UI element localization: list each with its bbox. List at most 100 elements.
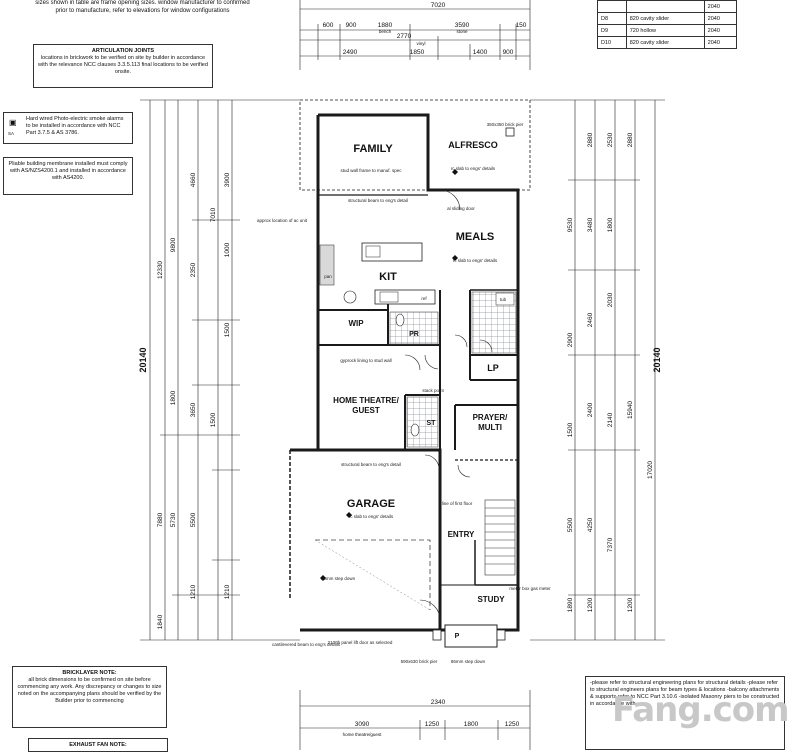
room-meals: MEALS <box>456 231 495 243</box>
marker-garage-icon <box>346 512 352 518</box>
articulation-joints-note: ARTICULATION JOINTS locations in brickwo… <box>33 44 213 88</box>
right-dim-15940: 15940 <box>627 401 634 419</box>
staircase <box>484 499 516 576</box>
kitchen-bench <box>374 289 436 305</box>
room-wip: WIP <box>348 319 364 328</box>
note-rc-slab-meals: rc slab to engs' details <box>453 258 498 263</box>
top-dim-600: 600 <box>323 22 334 29</box>
right-dim-4250: 4250 <box>587 517 594 532</box>
top-dim-1850: 1850 <box>410 49 425 56</box>
note-brick-pier: 590x630 brick pier <box>401 659 438 664</box>
marker-step-icon <box>320 575 326 581</box>
garage-step-line <box>315 539 431 610</box>
schedule-cell-desc: 820 cavity slider <box>625 36 705 49</box>
left-dim-1500a: 1500 <box>210 412 217 427</box>
top-dim-900b: 900 <box>503 49 514 56</box>
top-dimension-lines <box>299 0 531 70</box>
right-dimension-labels: 20140 9530 2900 1500 5500 1890 17020 288… <box>567 132 662 612</box>
left-dim-5730: 5730 <box>170 512 177 527</box>
door-swing-icon <box>343 290 357 304</box>
pantry-block <box>319 244 335 286</box>
top-dim-150: 150 <box>516 22 527 29</box>
note-al-sliding: al sliding door <box>447 206 475 211</box>
right-dim-1800: 1800 <box>607 217 614 232</box>
bricklayer-title: BRICKLAYER NOTE: <box>62 670 117 676</box>
top-dim-3590: 3590 <box>455 22 470 29</box>
room-entry: ENTRY <box>448 530 475 539</box>
left-dim-1000: 1000 <box>224 242 231 257</box>
articulation-title: ARTICULATION JOINTS <box>91 48 155 54</box>
sink-icon <box>365 245 381 258</box>
note-step-down-garage: 86mm step down <box>321 576 356 581</box>
smoke-alarm-text: Hard wired Photo-electric smoke alarms t… <box>26 116 124 136</box>
bottom-dim-1250b: 1250 <box>505 721 520 728</box>
left-dimension-lines <box>140 99 300 641</box>
left-dim-12330: 12330 <box>157 261 164 279</box>
right-dim-2030: 2030 <box>607 292 614 307</box>
right-dim-9530: 9530 <box>567 217 574 232</box>
note-alfresco-pier: 350x350 brick pier <box>487 122 524 127</box>
bottom-dim-1250a: 1250 <box>425 721 440 728</box>
right-dim-2530: 2530 <box>607 132 614 147</box>
room-labels: FAMILY ALFRESCO MEALS KIT WIP PR LP HOME… <box>333 140 508 640</box>
note-ref: ref <box>421 296 427 301</box>
left-dim-7010: 7010 <box>210 207 217 222</box>
right-dim-7370: 7370 <box>607 537 614 552</box>
left-dim-1210b: 1210 <box>224 584 231 599</box>
left-dim-1210: 1210 <box>190 584 197 599</box>
bricklayer-body: all brick dimensions to be confirmed on … <box>17 677 162 704</box>
note-step-down-entry: 86mm step down <box>451 659 486 664</box>
bricklayer-note: BRICKLAYER NOTE: all brick dimensions to… <box>12 666 167 728</box>
porch <box>444 624 498 648</box>
right-dim-17020: 17020 <box>647 461 654 479</box>
right-dim-1200: 1200 <box>587 597 594 612</box>
exhaust-title: EXHAUST FAN NOTE: <box>69 742 127 748</box>
marker-meals-icon <box>452 255 458 261</box>
marker-alfresco-icon <box>452 169 458 175</box>
note-line-first-floor: line of first floor <box>442 501 473 506</box>
bottom-sub-theatre: home theatre/guest <box>343 732 383 737</box>
right-dim-2400: 2400 <box>587 402 594 417</box>
left-dim-4660: 4660 <box>190 172 197 187</box>
room-garage: GARAGE <box>347 498 395 510</box>
engineer-body: -please refer to structural engineering … <box>590 680 780 707</box>
slab-markers <box>320 169 458 581</box>
right-dim-2880b: 2880 <box>627 132 634 147</box>
right-dimension-lines <box>530 99 665 641</box>
smoke-alarm-symbol: SA <box>8 131 15 136</box>
note-cantilevered-beam: cantilevered beam to eng's details <box>272 642 341 647</box>
right-dim-1500: 1500 <box>567 422 574 437</box>
bottom-dimension-labels: 2340 3090 1250 1800 1250 home theatre/gu… <box>343 699 520 737</box>
note-stack-point: stack point <box>422 388 444 393</box>
st-tiles <box>406 396 439 448</box>
right-dim-2140: 2140 <box>607 412 614 427</box>
right-dim-2880: 2880 <box>587 132 594 147</box>
right-dim-3480: 3480 <box>587 217 594 232</box>
right-dim-2460: 2460 <box>587 312 594 327</box>
articulation-body: locations in brickwork to be verified on… <box>38 55 208 75</box>
bottom-dimension-lines <box>299 690 531 750</box>
top-sub-bench: bench <box>379 29 392 34</box>
left-dim-7880: 7880 <box>157 512 164 527</box>
right-overall-dim: 20140 <box>652 347 662 372</box>
room-home-theatre-2: GUEST <box>352 406 380 415</box>
top-sub-vinyl: vinyl <box>416 41 425 46</box>
right-dim-2900: 2900 <box>567 332 574 347</box>
top-dim-900: 900 <box>346 22 357 29</box>
note-stud-wall: stud wall frame to manuf. spec <box>340 168 402 173</box>
window-size-note: sizes shown in table are frame opening s… <box>35 0 250 14</box>
left-dim-5500: 5500 <box>190 512 197 527</box>
top-dim-1400: 1400 <box>473 49 488 56</box>
st-toilet-icon <box>410 423 420 437</box>
watermark-logo: Fang.com <box>612 690 790 730</box>
right-dim-1890: 1890 <box>567 597 574 612</box>
room-family: FAMILY <box>353 143 393 155</box>
left-dim-2350: 2350 <box>190 262 197 277</box>
room-st: ST <box>427 420 437 427</box>
left-dim-1800: 1800 <box>170 390 177 405</box>
note-rc-slab-garage: rc slab to engs' details <box>349 514 394 519</box>
alfresco-roof-outline <box>299 99 531 191</box>
door-swings <box>404 189 493 621</box>
tub-icon <box>495 292 515 306</box>
